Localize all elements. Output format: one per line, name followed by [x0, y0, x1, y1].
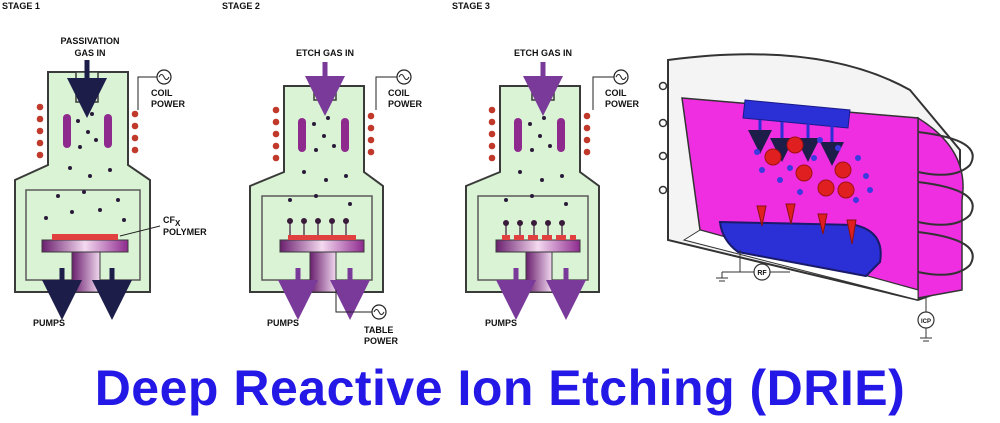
stage-3-coil-right: [583, 112, 591, 156]
stage-1-polymer-layer: [52, 234, 118, 240]
stage-1-inner-wall: [25, 189, 141, 281]
stage-2: STAGE 2 ETCH GAS IN COIL POWER: [222, 1, 423, 346]
stage-3-coil-label-line1: COIL: [605, 88, 627, 98]
stage-1-table: [41, 239, 129, 253]
stage-1-coil-left: [36, 103, 44, 159]
stage-3-electrode-right: [557, 118, 565, 152]
stage-2-table: [279, 239, 365, 253]
stage-2-electrode-right: [341, 118, 349, 152]
stage-3-coil-wire: [592, 76, 614, 110]
reactor-icp-coils: [917, 131, 974, 276]
icp-ground-icon: [920, 328, 932, 342]
stage-3-particles: [504, 116, 568, 206]
stage-1-pumps-label: PUMPS: [33, 318, 65, 328]
stage-3: STAGE 3 ETCH GAS IN COIL POWER: [452, 1, 640, 328]
stage-1-table-stem: [71, 251, 101, 293]
stage-2-table-label-line2: POWER: [364, 336, 399, 346]
stage-3-table-stem: [525, 251, 553, 293]
stage-2-particles: [288, 116, 352, 206]
stage-2-coil-left: [272, 106, 280, 162]
rf-ground-icon: [716, 272, 728, 282]
stage-2-gas-label: ETCH GAS IN: [296, 48, 354, 58]
stage-1-layer-leader: [119, 225, 161, 237]
stage-3-label: STAGE 3: [452, 1, 490, 11]
icp-label: ICP: [921, 319, 931, 325]
reactor-gas-plate: [742, 99, 851, 129]
stage-3-pumps-label: PUMPS: [485, 318, 517, 328]
icp-reactor-3d: RF ICP: [658, 53, 974, 342]
stage-1-particles: [44, 112, 126, 222]
stage-3-electrode-left: [514, 118, 522, 152]
stage-2-table-label-line1: TABLE: [364, 325, 393, 335]
reactor-gas-arrows: [748, 120, 844, 166]
stage-1-coil-wire: [137, 76, 157, 110]
stage-3-etched-trenches: [502, 235, 576, 240]
stage-1: STAGE 1 PASSIVATION GAS IN COIL POWER: [2, 1, 207, 328]
reactor-wafer-chuck: [718, 220, 882, 278]
reactor-ions: [764, 136, 855, 199]
stage-2-inner-wall: [261, 195, 373, 281]
stage-2-table-wire: [335, 290, 372, 313]
stage-3-coil-left: [488, 106, 496, 162]
stage-2-label: STAGE 2: [222, 1, 260, 11]
stage-3-inner-wall: [477, 195, 589, 281]
page-title: Deep Reactive Ion Etching (DRIE): [94, 360, 906, 416]
stage-2-coil-right: [367, 112, 375, 156]
stage-2-coil-label-line1: COIL: [388, 88, 410, 98]
stage-3-table: [495, 239, 581, 253]
stage-2-sine-icon: [398, 74, 410, 80]
reactor-cylinder-side: [917, 116, 964, 299]
stage-1-coil-label-line1: COIL: [151, 88, 173, 98]
stage-1-gas-label-line2: GAS IN: [74, 48, 105, 58]
stage-2-table-stem: [309, 251, 337, 293]
rf-label: RF: [757, 270, 767, 277]
reactor-radicals: [754, 137, 873, 203]
stage-1-sine-icon: [158, 74, 170, 80]
stage-1-electrode-left: [63, 114, 71, 148]
stage-2-electrode-left: [298, 118, 306, 152]
stage-3-coil-label-line2: POWER: [605, 99, 640, 109]
stage-1-layer-label-line2: POLYMER: [163, 227, 207, 237]
reactor-ion-arrows: [756, 203, 857, 245]
rf-source-icon: [753, 263, 771, 281]
stage-1-coil-label-line2: POWER: [151, 99, 186, 109]
stage-2-wafer-layer: [288, 235, 356, 240]
stage-1-electrode-right: [104, 114, 112, 148]
stage-2-coil-label-line2: POWER: [388, 99, 423, 109]
stage-2-coil-wire: [375, 76, 397, 110]
stage-2-ion-pins: [287, 218, 350, 236]
stage-1-label: STAGE 1: [2, 1, 40, 11]
reactor-left-coil-ends: [658, 81, 668, 195]
stage-2-table-sine-icon: [373, 309, 385, 315]
stage-2-pumps-label: PUMPS: [267, 318, 299, 328]
stage-3-sine-icon: [615, 74, 627, 80]
stage-1-layer-label: CFX: [163, 215, 181, 228]
stage-1-coil-right: [131, 110, 139, 154]
stage-1-gas-label-line1: PASSIVATION: [60, 36, 119, 46]
stage-3-gas-label: ETCH GAS IN: [514, 48, 572, 58]
